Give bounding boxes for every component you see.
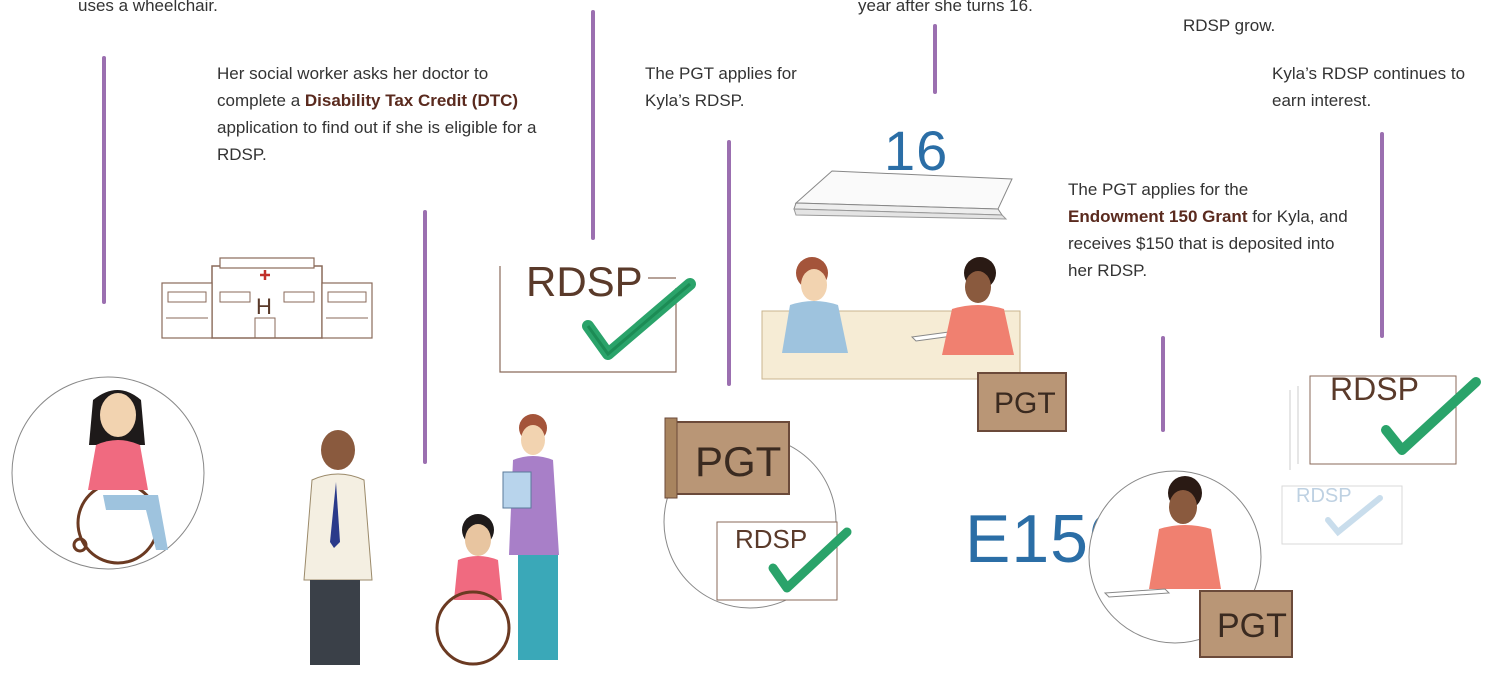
check-icon [1325, 495, 1383, 537]
rdsp-label: RDSP [1330, 371, 1419, 407]
rdsp-label: RDSP [735, 524, 807, 554]
caption-endowment-pre: The PGT applies for the [1068, 180, 1249, 199]
kyla-wheelchair-scene [11, 376, 205, 570]
timeline-line [727, 140, 731, 386]
hospital-illustration: H [161, 257, 373, 339]
pgt-label: PGT [695, 438, 781, 485]
timeline-line [1380, 132, 1384, 338]
caption-turns-16: year after she turns 16. [858, 0, 1033, 15]
rdsp-growth-cards: RDSP RDSP [1281, 371, 1481, 545]
age-sixteen: 16 [884, 119, 949, 182]
meeting-scene: PGT [761, 257, 1067, 432]
caption-dtc-post: application to find out if she is eligib… [217, 118, 537, 164]
pgt-label: PGT [1217, 607, 1287, 645]
caption-pgt-applies: The PGT applies for Kyla’s RDSP. [645, 64, 797, 110]
timeline-line [933, 24, 937, 94]
check-icon [586, 282, 691, 357]
doctor-socialworker-scene [303, 414, 559, 666]
hospital-letter: H [256, 294, 272, 319]
paper-stack [793, 170, 1013, 220]
caption-endowment: The PGT applies for the Endowment 150 Gr… [1068, 176, 1348, 284]
pgt-rdsp-scene: PGT RDSP [663, 417, 852, 609]
caption-dtc-bold: Disability Tax Credit (DTC) [304, 91, 519, 110]
caption-wheelchair: uses a wheelchair. [78, 0, 218, 15]
timeline-line [591, 10, 595, 240]
caption-rdsp-grow: RDSP grow. [1183, 16, 1276, 35]
rdsp-approved-card: RDSP [499, 258, 696, 373]
caption-dtc-pre: Her social worker asks her doctor to com… [217, 64, 489, 110]
rdsp-label: RDSP [526, 258, 643, 305]
caption-endowment-bold: Endowment 150 Grant [1068, 207, 1248, 226]
check-icon [1381, 377, 1481, 455]
caption-dtc: Her social worker asks her doctor to com… [217, 60, 547, 168]
caption-endowment-post: for Kyla, and receives $150 that is depo… [1068, 207, 1348, 280]
pgt-worker-scene: PGT [1088, 470, 1293, 658]
check-icon [768, 527, 852, 593]
caption-interest: Kyla’s RDSP continues to earn interest. [1272, 64, 1466, 110]
pgt-label: PGT [994, 387, 1056, 420]
timeline-line [423, 210, 427, 464]
rdsp-label: RDSP [1296, 485, 1352, 507]
timeline-line [1161, 336, 1165, 432]
timeline-line [102, 56, 106, 304]
